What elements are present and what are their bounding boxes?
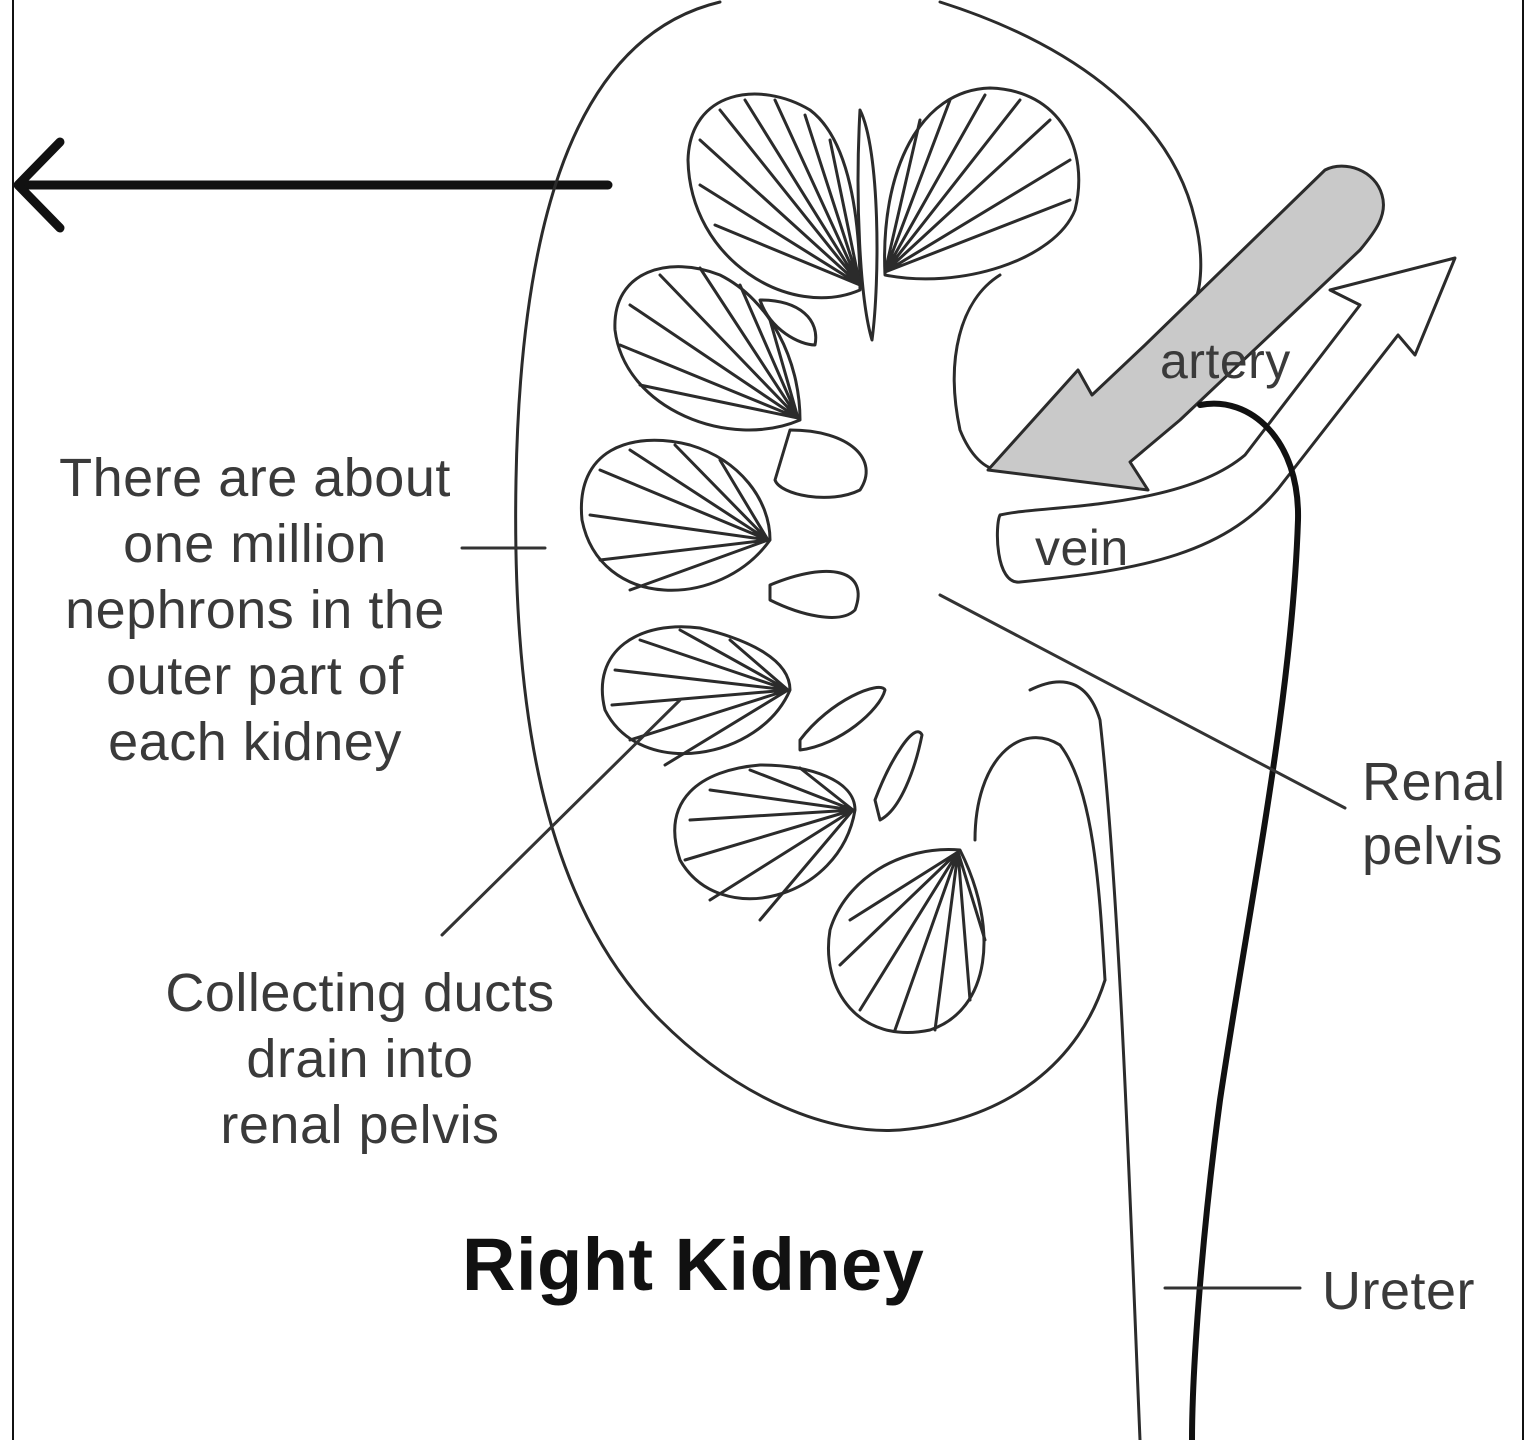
collecting-ducts-label-line-3: renal pelvis [140,1092,580,1158]
diagram-title: Right Kidney [462,1225,924,1305]
collecting-ducts-label-line-1: Collecting ducts [140,960,580,1026]
pyramid-2 [885,88,1079,279]
pyramid-6 [675,765,855,920]
pyramid-5 [602,627,790,765]
nephrons-label-line-3: nephrons in the [40,577,470,643]
renal-pelvis-label-line-2: pelvis [1362,814,1506,878]
left-arrow-icon [18,142,608,228]
nephrons-label-line-5: each kidney [40,709,470,775]
ureter-line [1192,404,1298,1440]
nephrons-label-line-1: There are about [40,445,470,511]
pyramid-3 [615,267,800,430]
renal-pelvis-label-line-1: Renal [1362,750,1506,814]
pyramid-1 [688,94,860,298]
renal-pelvis-label: Renal pelvis [1362,750,1506,878]
collecting-ducts-label: Collecting ducts drain into renal pelvis [140,960,580,1158]
nephrons-label-line-2: one million [40,511,470,577]
ureter-label: Ureter [1322,1258,1475,1324]
nephrons-label-line-4: outer part of [40,643,470,709]
vein-label: vein [1035,515,1129,581]
collecting-ducts-label-line-2: drain into [140,1026,580,1092]
nephrons-label: There are about one million nephrons in … [40,445,470,775]
artery-label: artery [1160,328,1291,394]
pyramid-4 [581,440,770,590]
pyramid-7 [828,850,985,1033]
